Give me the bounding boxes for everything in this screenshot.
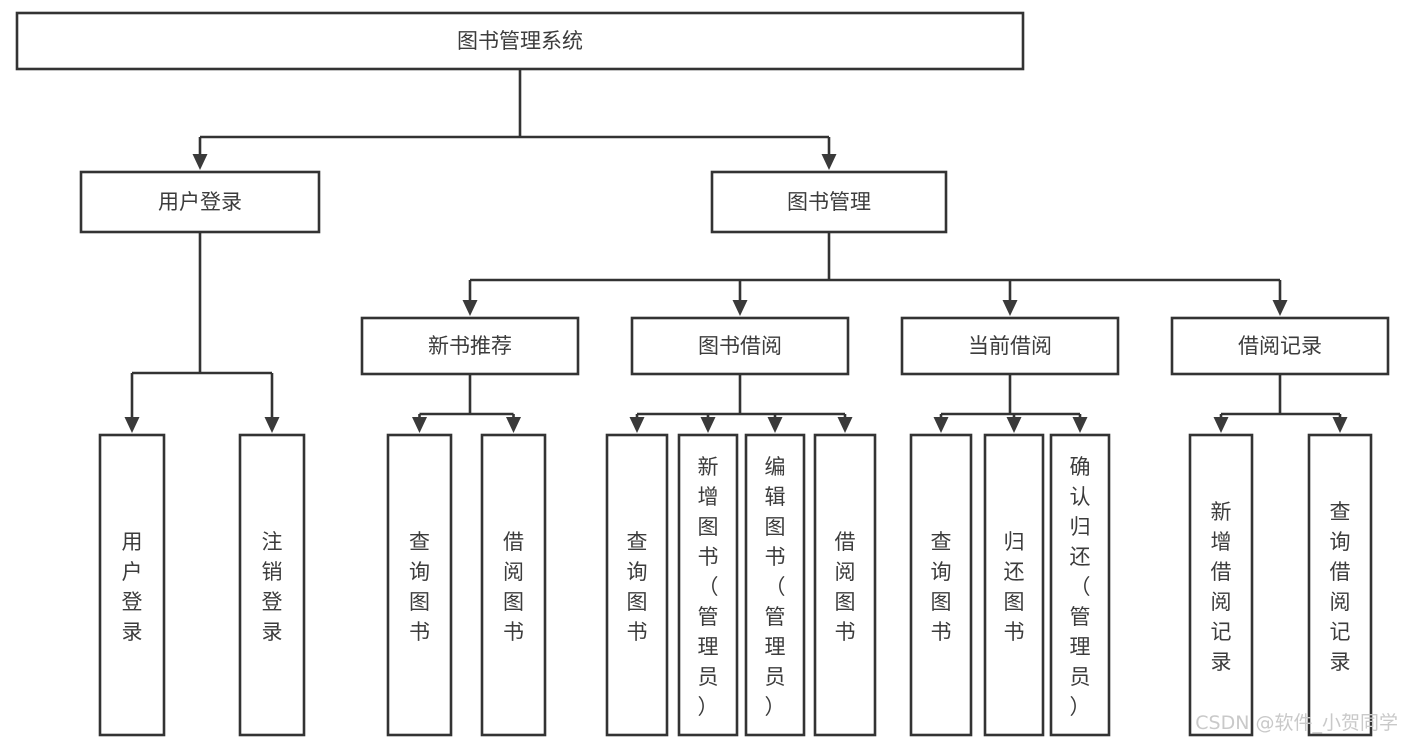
- userlogin-to-leaves-arrow-1: [264, 417, 280, 433]
- node-root[interactable]: 图书管理系统: [15, 11, 1025, 71]
- node-leaf-query-borrow-record[interactable]: 查询借阅记录: [1307, 433, 1373, 737]
- root-to-level1-arrow-0: [192, 154, 208, 170]
- node-box-leaf-return-book[interactable]: [983, 433, 1045, 737]
- record-to-leaves-arrow-0: [1213, 417, 1229, 433]
- node-label-leaf-borrow-book-recommend: 借阅图书: [503, 530, 524, 644]
- node-box-leaf-borrow-book-recommend[interactable]: [480, 433, 547, 737]
- node-label-leaf-logout: 注销登录: [262, 530, 283, 644]
- node-leaf-edit-book[interactable]: 编辑图书（管理员）: [744, 433, 806, 737]
- root-to-level1-arrow-1: [821, 154, 837, 170]
- userlogin-to-leaves-arrow-0: [124, 417, 140, 433]
- node-leaf-query-book-current[interactable]: 查询图书: [909, 433, 973, 737]
- node-box-leaf-query-borrow-record[interactable]: [1307, 433, 1373, 737]
- node-leaf-logout[interactable]: 注销登录: [238, 433, 306, 737]
- node-box-leaf-query-book-current[interactable]: [909, 433, 973, 737]
- borrow-to-leaves-arrow-2: [767, 417, 783, 433]
- node-label-leaf-confirm-return: 确认归还（管理员）: [1070, 455, 1091, 719]
- node-box-user-login[interactable]: [79, 170, 321, 234]
- node-box-root[interactable]: [15, 11, 1025, 71]
- current-to-leaves-arrow-1: [1006, 417, 1022, 433]
- borrow-to-leaves-arrow-1: [700, 417, 716, 433]
- node-leaf-query-book-recommend[interactable]: 查询图书: [386, 433, 453, 737]
- node-leaf-borrow-book[interactable]: 借阅图书: [813, 433, 877, 737]
- box-layer: 图书管理系统用户登录图书管理新书推荐图书借阅当前借阅借阅记录用户登录注销登录查询…: [15, 11, 1390, 737]
- node-label-leaf-query-book-borrow: 查询图书: [627, 530, 648, 644]
- node-label-book-borrow: 图书借阅: [698, 334, 782, 358]
- node-leaf-user-login[interactable]: 用户登录: [98, 433, 166, 737]
- node-borrow-record[interactable]: 借阅记录: [1170, 316, 1390, 376]
- node-box-new-book-recommend[interactable]: [360, 316, 580, 376]
- recommend-to-leaves-arrow-1: [506, 417, 521, 433]
- node-leaf-return-book[interactable]: 归还图书: [983, 433, 1045, 737]
- bookmanage-to-level2-arrow-1: [732, 300, 748, 316]
- bookmanage-to-level2-arrow-3: [1272, 300, 1288, 316]
- node-box-current-borrow[interactable]: [900, 316, 1120, 376]
- node-box-borrow-record[interactable]: [1170, 316, 1390, 376]
- recommend-to-leaves-arrow-0: [412, 417, 427, 433]
- node-label-leaf-user-login: 用户登录: [122, 530, 143, 644]
- node-box-leaf-edit-book[interactable]: [744, 433, 806, 737]
- node-box-leaf-add-book[interactable]: [677, 433, 739, 737]
- node-box-leaf-user-login[interactable]: [98, 433, 166, 737]
- node-leaf-query-book-borrow[interactable]: 查询图书: [605, 433, 669, 737]
- node-label-new-book-recommend: 新书推荐: [428, 334, 512, 358]
- node-label-root: 图书管理系统: [457, 29, 583, 53]
- node-book-manage[interactable]: 图书管理: [710, 170, 948, 234]
- node-label-leaf-query-book-recommend: 查询图书: [409, 530, 430, 644]
- node-box-leaf-add-borrow-record[interactable]: [1188, 433, 1254, 737]
- node-leaf-borrow-book-recommend[interactable]: 借阅图书: [480, 433, 547, 737]
- node-box-leaf-borrow-book[interactable]: [813, 433, 877, 737]
- node-label-leaf-query-book-current: 查询图书: [931, 530, 952, 644]
- node-new-book-recommend[interactable]: 新书推荐: [360, 316, 580, 376]
- borrow-to-leaves-arrow-0: [629, 417, 645, 433]
- connector-layer: [124, 69, 1348, 433]
- borrow-to-leaves-arrow-3: [837, 417, 853, 433]
- node-label-leaf-add-book: 新增图书（管理员）: [698, 455, 719, 719]
- csdn-watermark: CSDN @软件_小贺同学: [1195, 712, 1398, 734]
- node-user-login[interactable]: 用户登录: [79, 170, 321, 234]
- node-box-book-manage[interactable]: [710, 170, 948, 234]
- bookmanage-to-level2-arrow-0: [462, 300, 478, 316]
- node-label-leaf-edit-book: 编辑图书（管理员）: [765, 455, 786, 719]
- current-to-leaves-arrow-2: [1072, 417, 1088, 433]
- node-box-leaf-query-book-recommend[interactable]: [386, 433, 453, 737]
- node-leaf-confirm-return[interactable]: 确认归还（管理员）: [1049, 433, 1111, 737]
- node-box-book-borrow[interactable]: [630, 316, 850, 376]
- node-label-book-manage: 图书管理: [787, 190, 871, 214]
- node-label-borrow-record: 借阅记录: [1238, 334, 1322, 358]
- node-leaf-add-book[interactable]: 新增图书（管理员）: [677, 433, 739, 737]
- node-label-leaf-borrow-book: 借阅图书: [835, 530, 856, 644]
- node-label-current-borrow: 当前借阅: [968, 334, 1052, 358]
- node-box-leaf-logout[interactable]: [238, 433, 306, 737]
- node-current-borrow[interactable]: 当前借阅: [900, 316, 1120, 376]
- node-box-leaf-query-book-borrow[interactable]: [605, 433, 669, 737]
- node-label-user-login: 用户登录: [158, 190, 242, 214]
- node-box-leaf-confirm-return[interactable]: [1049, 433, 1111, 737]
- current-to-leaves-arrow-0: [933, 417, 949, 433]
- node-label-leaf-query-borrow-record: 查询借阅记录: [1330, 500, 1351, 674]
- node-label-leaf-return-book: 归还图书: [1004, 530, 1025, 644]
- node-leaf-add-borrow-record[interactable]: 新增借阅记录: [1188, 433, 1254, 737]
- node-book-borrow[interactable]: 图书借阅: [630, 316, 850, 376]
- record-to-leaves-arrow-1: [1332, 417, 1348, 433]
- bookmanage-to-level2-arrow-2: [1002, 300, 1018, 316]
- node-label-leaf-add-borrow-record: 新增借阅记录: [1211, 500, 1232, 674]
